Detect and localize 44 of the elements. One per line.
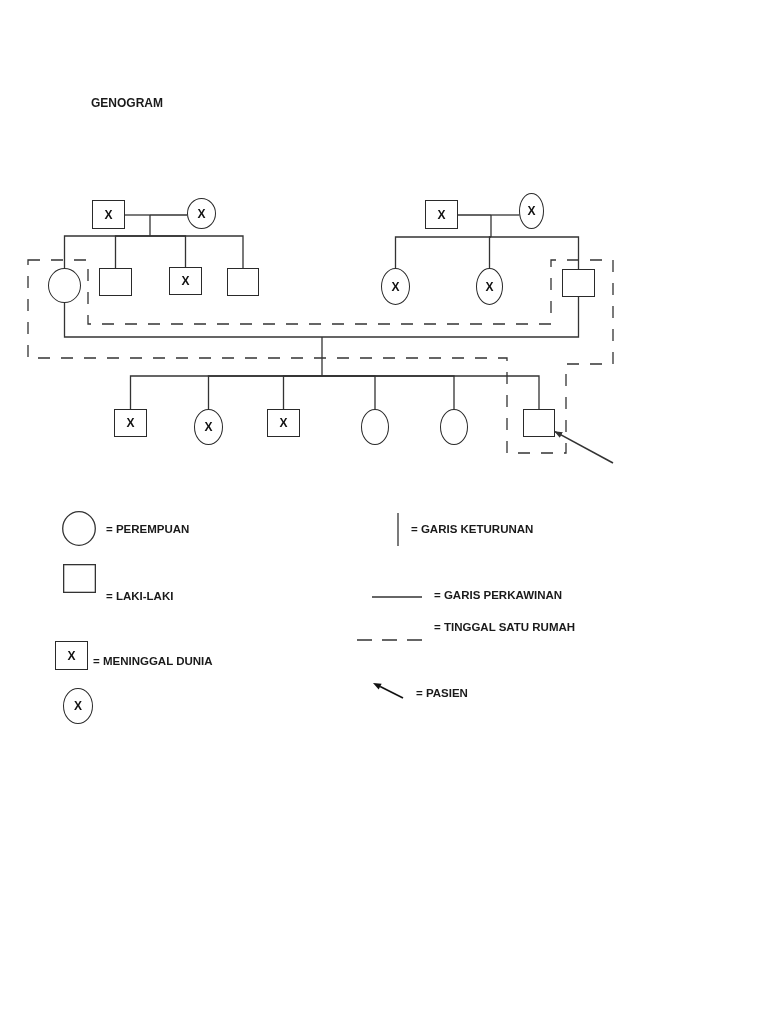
marriage-line	[321, 296, 580, 338]
square-symbol	[227, 268, 259, 296]
crossed-square-symbol: X	[114, 409, 147, 437]
marriage-line	[457, 214, 492, 216]
circle-symbol	[440, 409, 468, 445]
descent-line	[282, 375, 323, 410]
crossed-square-symbol: X	[55, 641, 88, 670]
descent-line	[114, 235, 151, 269]
legend-label: = LAKI-LAKI	[106, 589, 174, 603]
legend-label: = GARIS PERKAWINAN	[434, 588, 563, 602]
descent-line	[321, 336, 323, 377]
crossed-circle-symbol: X	[194, 409, 223, 445]
crossed-circle-symbol: X	[476, 268, 503, 305]
descent-line	[490, 214, 492, 238]
legend-label: = PASIEN	[416, 686, 468, 700]
marriage-line	[63, 302, 323, 338]
descent-line	[149, 214, 151, 237]
descent-line	[394, 236, 492, 269]
crossed-circle-symbol: X	[63, 688, 93, 724]
square-symbol	[99, 268, 132, 296]
title: GENOGRAM	[91, 96, 163, 110]
marriage-line	[490, 214, 520, 216]
marriage-line	[124, 214, 151, 216]
crossed-circle-symbol: X	[381, 268, 410, 305]
descent-line	[490, 236, 580, 270]
legend-label: = PEREMPUAN	[106, 522, 190, 536]
crossed-circle-symbol: X	[519, 193, 544, 229]
square-symbol	[562, 269, 595, 297]
crossed-square-symbol: X	[92, 200, 125, 229]
circle-symbol	[48, 268, 81, 303]
legend-label: = MENINGGAL DUNIA	[93, 654, 213, 668]
marriage-line	[149, 214, 188, 216]
square-symbol	[523, 409, 555, 437]
descent-line	[321, 375, 540, 410]
legend-label: = TINGGAL SATU RUMAH	[434, 620, 576, 634]
legend-label: = GARIS KETURUNAN	[411, 522, 534, 536]
descent-line	[149, 235, 244, 269]
crossed-circle-symbol: X	[187, 198, 216, 229]
arrow	[554, 430, 614, 464]
descent-line	[488, 236, 492, 269]
crossed-square-symbol: X	[425, 200, 458, 229]
crossed-square-symbol: X	[267, 409, 300, 437]
crossed-square-symbol: X	[169, 267, 202, 295]
circle-symbol	[361, 409, 389, 445]
